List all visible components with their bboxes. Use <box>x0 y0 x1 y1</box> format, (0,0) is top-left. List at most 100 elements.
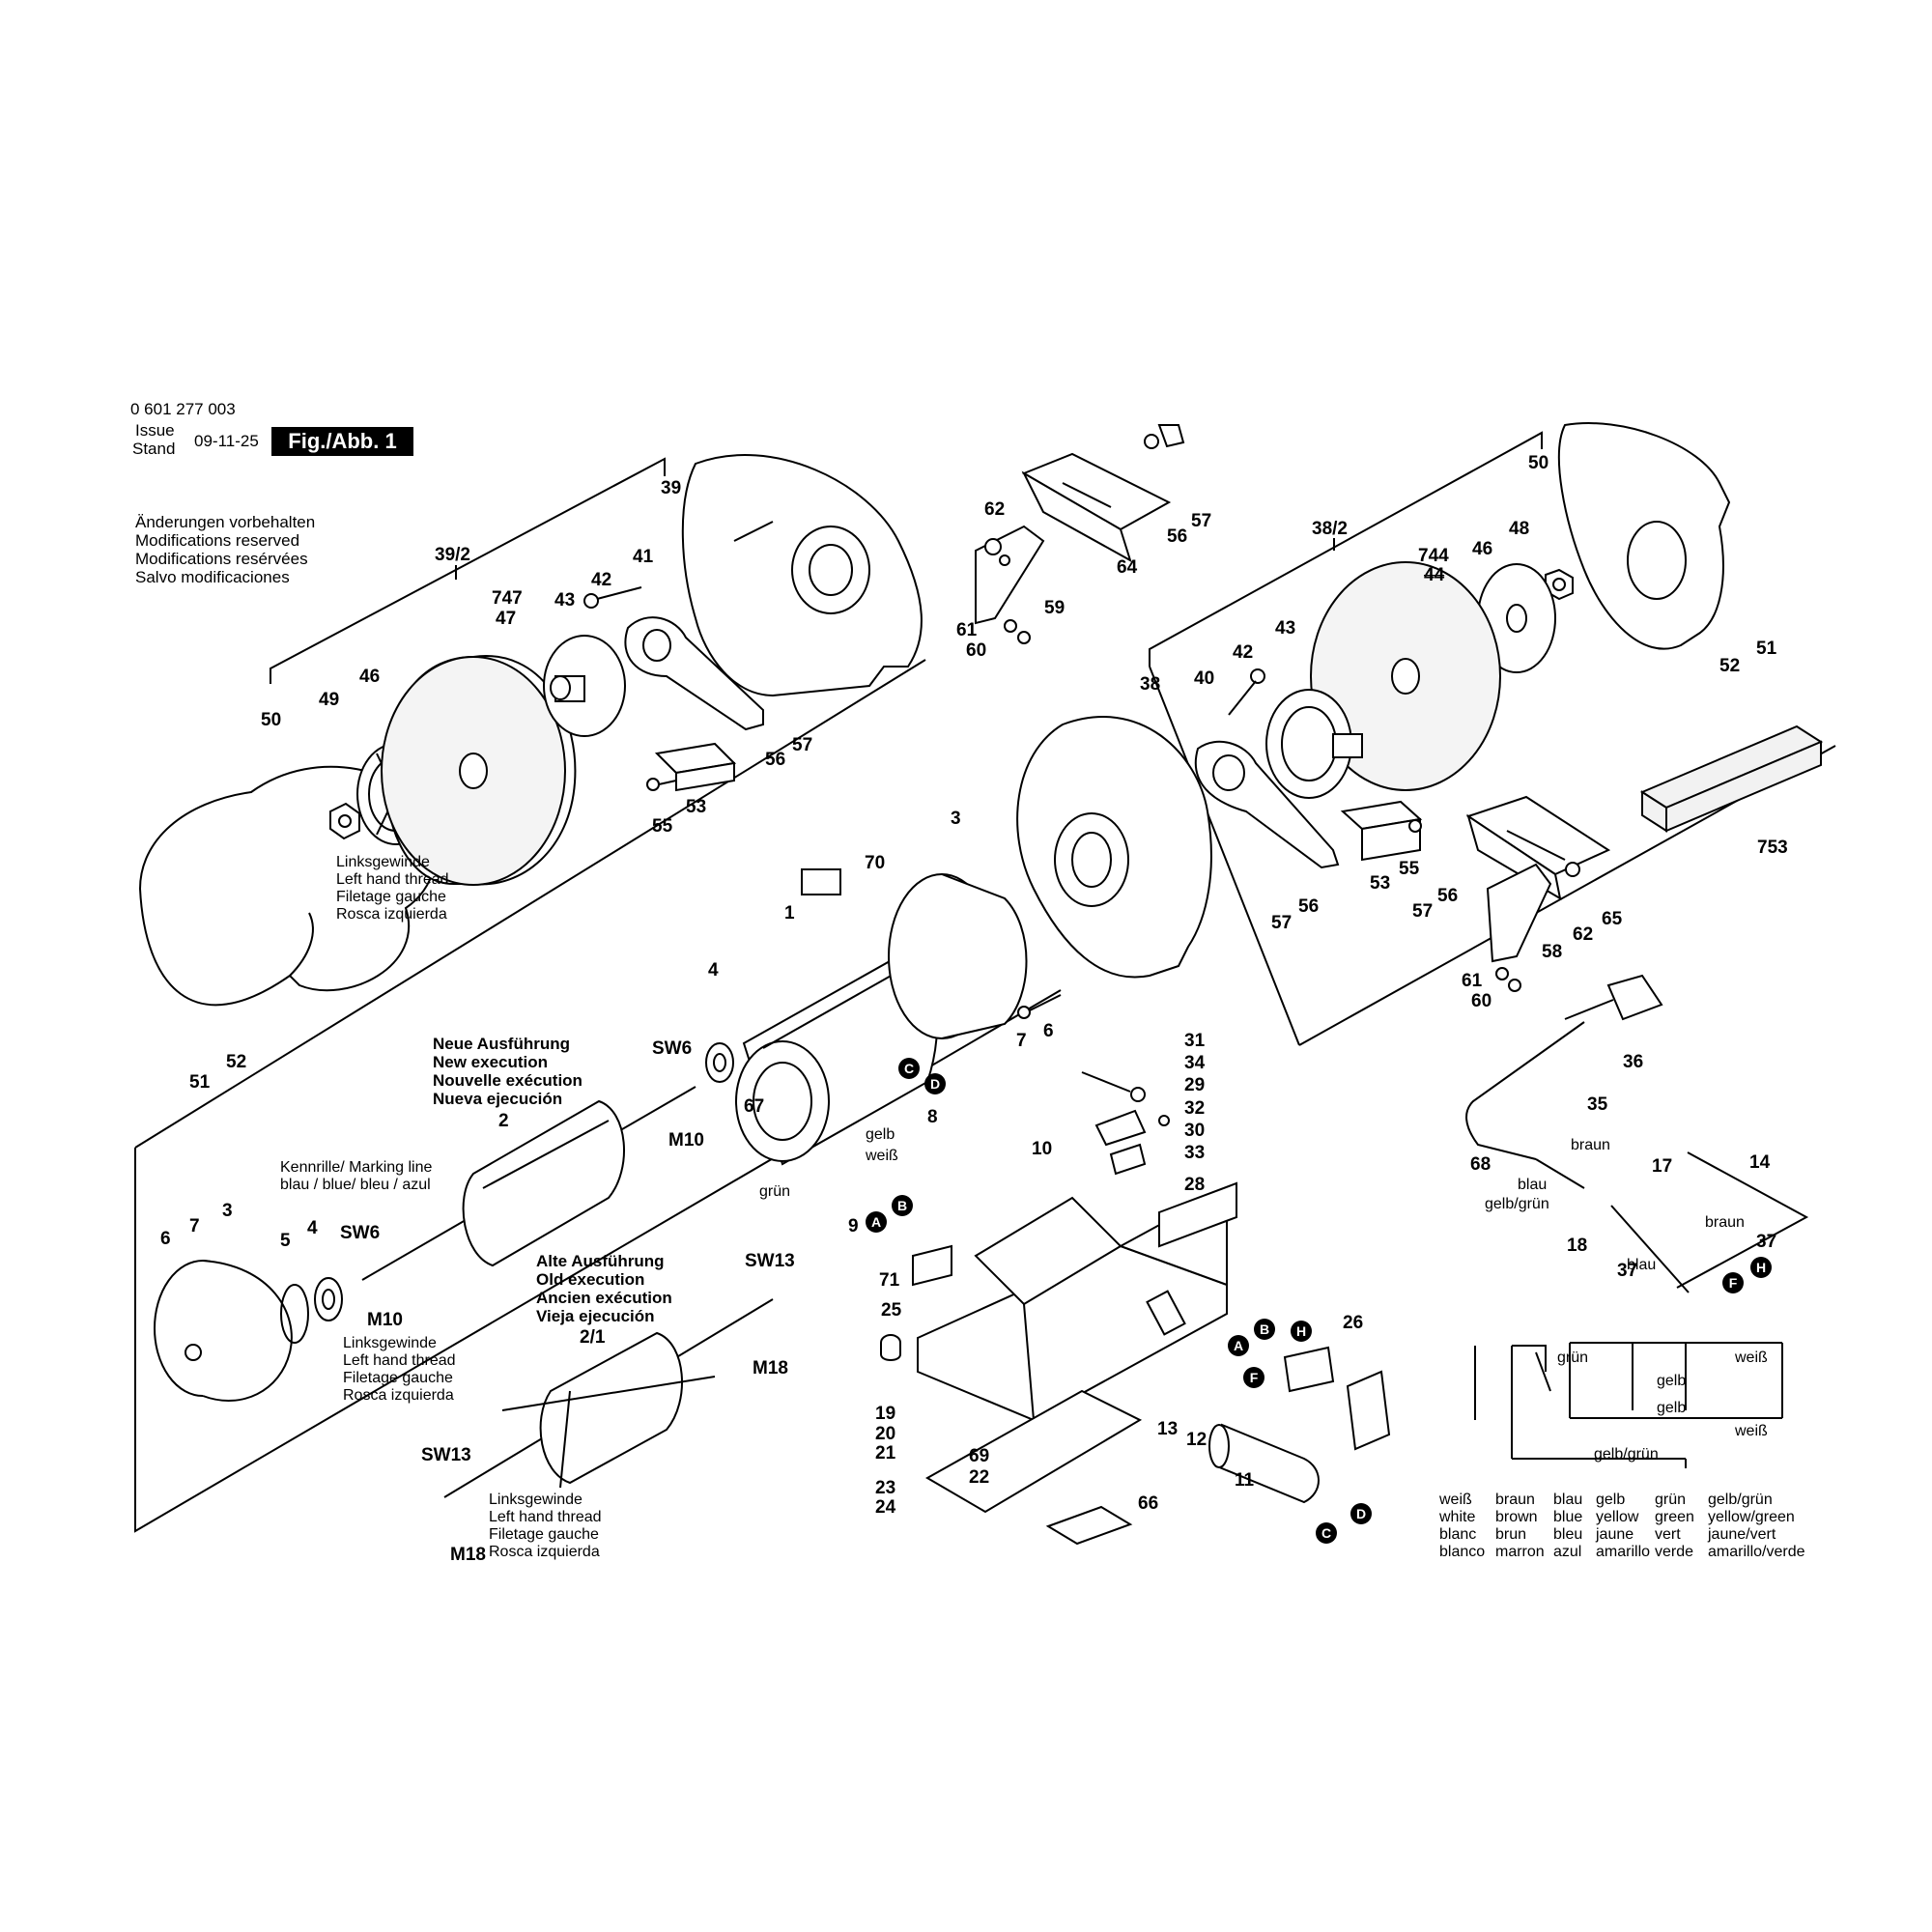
screw-6-right <box>1017 994 1062 1019</box>
callout-label: 69 <box>969 1446 990 1466</box>
frame-line <box>134 659 926 1149</box>
inner-guard-left <box>681 454 923 697</box>
callout-label: 49 <box>319 690 340 710</box>
flange-43-right <box>1265 689 1363 799</box>
note-line: Filetage gauche <box>343 1370 453 1386</box>
wire-label: braun <box>1705 1214 1745 1231</box>
note-line: Rosca izquierda <box>489 1544 600 1560</box>
callout-label: 42 <box>591 570 612 590</box>
callout-label: 744 <box>1418 546 1449 566</box>
callout-label: 66 <box>1138 1493 1159 1514</box>
callout-label: 6 <box>160 1229 171 1249</box>
power-plug <box>1606 974 1663 1021</box>
note-line: Linksgewinde <box>489 1492 582 1508</box>
callout-label: 21 <box>875 1443 896 1463</box>
schematic-label: gelb <box>1657 1373 1687 1389</box>
callout-label: 55 <box>1399 859 1420 879</box>
screw-60-left <box>1017 631 1031 644</box>
power-cable <box>1465 999 1614 1189</box>
grinding-wheel-left <box>381 655 577 886</box>
issue-date: 09-11-25 <box>194 432 259 450</box>
callout-label: 62 <box>1573 924 1594 945</box>
new-execution-note: Nouvelle exécution <box>433 1071 582 1090</box>
color-key: white <box>1439 1509 1476 1525</box>
part-number: 0 601 277 003 <box>130 400 236 418</box>
wire-label: braun <box>1571 1137 1610 1153</box>
callout-label: 44 <box>1424 565 1445 585</box>
leader-line <box>270 457 666 684</box>
label-28 <box>1158 1181 1237 1248</box>
callout-label: 40 <box>1194 668 1215 689</box>
callout-label: 32 <box>1184 1098 1206 1119</box>
callout-label: 17 <box>1652 1156 1673 1177</box>
capacitor-11 <box>1208 1423 1320 1504</box>
note-line: Rosca izquierda <box>336 906 447 923</box>
color-key: jaune <box>1596 1526 1634 1543</box>
callout-label: 57 <box>1412 901 1434 922</box>
wave-washer-5 <box>280 1284 309 1344</box>
color-key: gelb/grün <box>1708 1492 1773 1508</box>
color-key: bleu <box>1553 1526 1583 1543</box>
wire-label: gelb/grün <box>1485 1196 1549 1212</box>
tool-rest-left <box>646 742 737 792</box>
color-key: yellow <box>1596 1509 1639 1525</box>
note-line: Left hand thread <box>489 1509 602 1525</box>
callout-label: 5 <box>280 1231 291 1251</box>
note-line: Filetage gauche <box>489 1526 599 1543</box>
callout-label: 61 <box>1462 971 1483 991</box>
callout-label: 23 <box>875 1478 896 1498</box>
callout-label: 4 <box>307 1218 318 1238</box>
callout-label: SW13 <box>421 1445 471 1465</box>
frame-line <box>1149 666 1300 1046</box>
callout-label: 37 <box>1756 1232 1777 1252</box>
callout-label: 56 <box>765 750 786 770</box>
callout-label: 3 <box>222 1201 233 1221</box>
screw-62-left <box>984 538 1002 555</box>
screw-42-left <box>583 586 642 609</box>
note-line: Linksgewinde <box>343 1335 437 1351</box>
armature-new <box>361 1086 696 1281</box>
color-key: blanco <box>1439 1544 1486 1560</box>
color-key: azul <box>1553 1544 1582 1560</box>
note-line: Left hand thread <box>343 1352 456 1369</box>
callout-label: 53 <box>686 797 707 817</box>
color-key: grün <box>1655 1492 1687 1508</box>
color-key: braun <box>1495 1492 1535 1508</box>
wire-label: blau <box>1627 1257 1657 1273</box>
eye-shield-left <box>1021 452 1172 563</box>
old-execution-note: Old execution <box>536 1270 645 1289</box>
callout-label: 52 <box>226 1052 247 1072</box>
washer-61-right <box>1495 967 1509 980</box>
callout-label: 18 <box>1567 1236 1588 1256</box>
callout-label: 24 <box>875 1497 896 1518</box>
screw-60-right <box>1508 979 1521 992</box>
callout-label: 43 <box>1275 618 1296 639</box>
callout-label: SW13 <box>745 1251 795 1271</box>
callout-label: 9 <box>848 1216 859 1236</box>
color-key: verde <box>1655 1544 1694 1560</box>
schematic-label: gelb <box>1657 1400 1687 1416</box>
callout-label: 2 <box>498 1111 509 1131</box>
callout-label: 38/2 <box>1312 519 1348 539</box>
issue-label: Issue <box>135 421 175 440</box>
callout-label: 46 <box>359 667 381 687</box>
armature-old <box>443 1298 774 1498</box>
callout-label: 56 <box>1167 526 1188 547</box>
callout-label: 51 <box>1756 639 1777 659</box>
color-key: blue <box>1553 1509 1583 1525</box>
color-key: weiß <box>1439 1492 1472 1508</box>
wire-label: grün <box>759 1183 791 1200</box>
callout-label: 37 <box>1617 1261 1638 1281</box>
color-key: jaune/vert <box>1708 1526 1776 1543</box>
note-line: Left hand thread <box>336 871 449 888</box>
callout-label: 36 <box>1623 1052 1644 1072</box>
callout-label: 67 <box>744 1096 765 1117</box>
callout-label: 7 <box>1016 1031 1027 1051</box>
old-execution-note: Ancien exécution <box>536 1289 672 1307</box>
callout-label: 38 <box>1140 674 1161 695</box>
callout-label: 4 <box>708 960 719 980</box>
callout-label: 7 <box>189 1216 200 1236</box>
callout-label: 52 <box>1719 656 1741 676</box>
callout-label: 3 <box>951 809 961 829</box>
notice-line: Modifications resérvées <box>135 550 308 568</box>
